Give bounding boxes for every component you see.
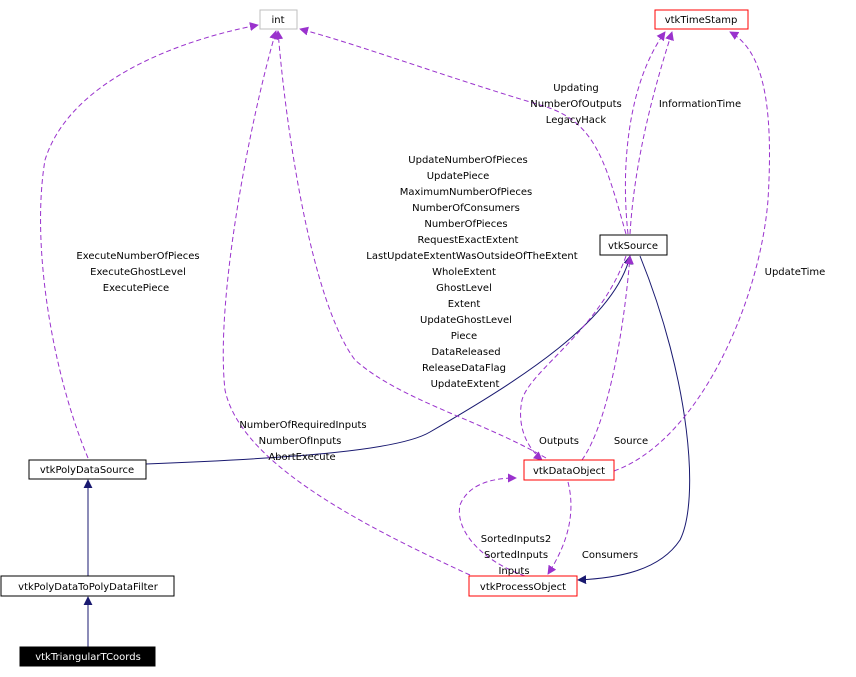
label-source-int-1: UpdatePiece xyxy=(427,171,490,182)
node-vtkpolydatasource-label: vtkPolyDataSource xyxy=(40,465,134,476)
label-source-int-2: MaximumNumberOfPieces xyxy=(400,187,532,198)
labels-processobject-int: NumberOfRequiredInputs NumberOfInputs Ab… xyxy=(239,420,366,463)
edge-dataobject-to-int xyxy=(274,30,547,459)
label-outputs: Outputs xyxy=(539,436,579,447)
labels-source-int: UpdateNumberOfPieces UpdatePiece Maximum… xyxy=(366,155,577,390)
edge-dataobject-to-source xyxy=(581,255,634,461)
label-source-int-3: NumberOfConsumers xyxy=(412,203,520,214)
label-updatetime: UpdateTime xyxy=(765,267,826,278)
node-vtkdataobject-label: vtkDataObject xyxy=(533,466,605,477)
edge-dataobject-to-processobject-consumers xyxy=(547,481,572,575)
label-source-int-7: WholeExtent xyxy=(432,267,496,278)
label-updating: Updating xyxy=(553,83,599,94)
node-vtkpolydatatopolydatafilter-label: vtkPolyDataToPolyDataFilter xyxy=(18,582,159,593)
label-source-int-5: RequestExactExtent xyxy=(418,235,519,246)
edge-source-to-processobject xyxy=(577,255,691,585)
label-source-int-11: Piece xyxy=(451,331,477,342)
label-source-int-6: LastUpdateExtentWasOutsideOfTheExtent xyxy=(366,251,577,262)
node-vtkpolydatatopolydatafilter[interactable]: vtkPolyDataToPolyDataFilter xyxy=(0,575,175,597)
label-informationtime: InformationTime xyxy=(659,99,741,110)
label-source-int-9: Extent xyxy=(448,299,481,310)
labels-inputs: SortedInputs2 SortedInputs Inputs xyxy=(481,534,551,577)
node-vtksource-label: vtkSource xyxy=(608,241,658,252)
node-vtksource[interactable]: vtkSource xyxy=(599,234,668,256)
label-executepiece: ExecutePiece xyxy=(103,283,169,294)
edge-source-to-timestamp xyxy=(624,31,666,235)
label-sortedinputs2: SortedInputs2 xyxy=(481,534,551,545)
edge-source-to-timestamp-informationtime xyxy=(629,31,674,235)
label-source-int-14: UpdateExtent xyxy=(431,379,500,390)
node-vtkdataobject[interactable]: vtkDataObject xyxy=(523,459,615,481)
edge-processobject-to-int xyxy=(222,30,471,576)
label-sortedinputs: SortedInputs xyxy=(484,550,548,561)
node-vtktriangulartcoords-label: vtkTriangularTCoords xyxy=(35,652,141,663)
label-numberofoutputs: NumberOfOutputs xyxy=(530,99,622,110)
label-numberofinputs: NumberOfInputs xyxy=(259,436,342,447)
label-inputs: Inputs xyxy=(498,566,529,577)
node-vtkpolydatasource[interactable]: vtkPolyDataSource xyxy=(28,459,147,480)
edge-processobject-to-dataobject-inputs xyxy=(458,473,526,577)
label-source-int-10: UpdateGhostLevel xyxy=(420,315,512,326)
label-abortexecute: AbortExecute xyxy=(268,452,335,463)
label-legacyhack: LegacyHack xyxy=(546,115,607,126)
edge-polydatasource-to-source xyxy=(145,255,633,465)
node-vtkprocessobject[interactable]: vtkProcessObject xyxy=(468,575,578,597)
label-source-int-13: ReleaseDataFlag xyxy=(422,363,506,374)
label-source-int-0: UpdateNumberOfPieces xyxy=(408,155,527,166)
labels-polydatasource-int: ExecuteNumberOfPieces ExecuteGhostLevel … xyxy=(76,251,199,294)
label-executeghostlevel: ExecuteGhostLevel xyxy=(90,267,186,278)
edge-polydatasource-to-int xyxy=(40,22,259,459)
node-vtktriangulartcoords: vtkTriangularTCoords xyxy=(19,646,156,667)
edge-source-to-int xyxy=(299,26,627,235)
node-int-label: int xyxy=(271,15,284,26)
node-vtktimestamp-label: vtkTimeStamp xyxy=(665,15,738,26)
labels-source-timestamp: Updating NumberOfOutputs LegacyHack xyxy=(530,83,622,126)
label-consumers: Consumers xyxy=(582,550,638,561)
edge-dataobject-to-timestamp-updatetime xyxy=(613,31,770,472)
label-source-int-4: NumberOfPieces xyxy=(424,219,507,230)
node-int[interactable]: int xyxy=(259,9,298,30)
edge-source-to-dataobject-outputs xyxy=(520,255,627,461)
node-vtkprocessobject-label: vtkProcessObject xyxy=(480,582,566,593)
label-source-int-12: DataReleased xyxy=(431,347,500,358)
label-executenumberofpieces: ExecuteNumberOfPieces xyxy=(76,251,199,262)
label-source: Source xyxy=(614,436,648,447)
label-numberofrequiredinputs: NumberOfRequiredInputs xyxy=(239,420,366,431)
node-vtktimestamp[interactable]: vtkTimeStamp xyxy=(654,9,749,30)
label-source-int-8: GhostLevel xyxy=(436,283,492,294)
